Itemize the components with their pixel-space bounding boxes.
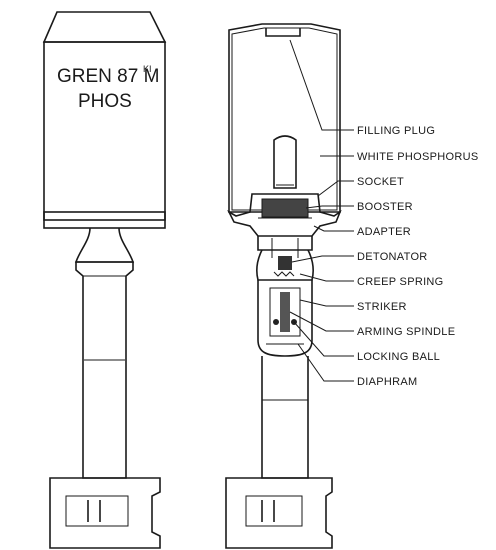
label-adapter: ADAPTER: [357, 226, 411, 238]
label-detonator: DETONATOR: [357, 251, 428, 263]
cutaway-shell: [228, 23, 341, 213]
grenade-cap: [42, 11, 167, 43]
fuze-chamber: [257, 280, 313, 357]
marking-line-1: GREN 87 M: [57, 66, 159, 87]
pommel-slot: [65, 495, 129, 527]
label-filling-plug: FILLING PLUG: [357, 125, 435, 137]
detonator-housing: [256, 249, 314, 281]
marking-line-2: PHOS: [78, 91, 132, 112]
label-locking-ball: LOCKING BALL: [357, 351, 440, 363]
grenade-body: [43, 41, 166, 221]
grenade-cutaway-view: [225, 23, 342, 549]
label-striker: STRIKER: [357, 301, 407, 313]
burster-tube: [273, 135, 297, 189]
detonator: [278, 256, 292, 270]
label-diaphram: DIAPHRAM: [357, 376, 417, 388]
label-creep-spring: CREEP SPRING: [357, 276, 444, 288]
cutaway-pommel: [225, 477, 333, 549]
label-white-phosphorus: WHITE PHOSPHORUS: [357, 151, 479, 163]
cutaway-handle: [261, 356, 309, 479]
grenade-exterior-view: GREN 87 M KI PHOS: [42, 11, 167, 549]
grenade-pommel: [49, 477, 161, 549]
marking-superscript: KI: [143, 64, 152, 74]
grenade-handle: [75, 261, 134, 479]
label-booster: BOOSTER: [357, 201, 413, 213]
booster-charge: [262, 199, 308, 217]
arming-spindle: [280, 292, 290, 332]
label-arming-spindle: ARMING SPINDLE: [357, 326, 455, 338]
striker: [269, 287, 301, 337]
grenade-neck: [74, 227, 135, 263]
grenade-body-band: [43, 211, 166, 229]
creep-spring: [273, 271, 295, 277]
label-socket: SOCKET: [357, 176, 404, 188]
locking-ball: [273, 319, 279, 325]
leader-lines: [289, 39, 354, 382]
adapter-block: [227, 193, 342, 237]
filling-plug: [265, 28, 301, 37]
